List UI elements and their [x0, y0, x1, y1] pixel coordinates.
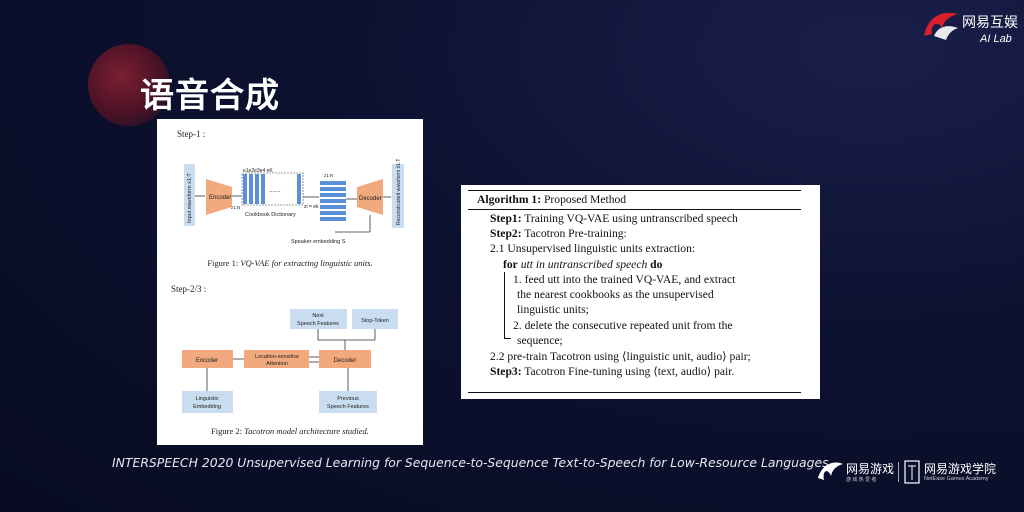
step1-label: Step-1 : — [177, 129, 206, 139]
svg-text:Linguistic: Linguistic — [196, 396, 219, 402]
algo-step2-1: 2.1 Unsupervised linguistic units extrac… — [490, 242, 696, 255]
netease-games-icon — [818, 462, 843, 480]
output-waveform-box — [392, 164, 404, 228]
netease-games-text: 网易游戏 — [846, 462, 895, 476]
step2-label: Step-2/3 : — [171, 284, 207, 294]
algo-header-rule — [468, 209, 801, 210]
svg-text:Speech Features: Speech Features — [297, 321, 339, 327]
netease-ailab-logo: 网易互娱 AI Lab — [920, 6, 1020, 46]
input-waveform-box — [184, 164, 195, 226]
algo-header: Algorithm 1: Proposed Method — [477, 193, 627, 206]
algorithm-panel: Algorithm 1: Proposed Method Step1: Trai… — [461, 185, 820, 399]
algo-step2: Step2: Tacotron Pre-training: — [490, 227, 627, 240]
codebook-symbols: e1e2e3e4 eK — [243, 168, 273, 174]
figure1-caption: Figure 1: VQ-VAE for extracting linguist… — [207, 258, 373, 268]
encoder-output-bars — [243, 174, 301, 204]
page-title: 语音合成 — [140, 76, 280, 116]
algo-bottom-rule — [468, 392, 801, 394]
logo-sub-text: AI Lab — [980, 33, 1012, 45]
linguistic-embedding-box — [182, 391, 233, 413]
attention-box — [244, 350, 309, 368]
netease-games-subtext: 游 戏 热 爱 者 — [846, 477, 877, 483]
netease-logo-icon — [924, 12, 958, 40]
architecture-diagrams: Input waveform x1:T Encoder e1e2e3e4 eK … — [182, 159, 404, 413]
logo-divider — [898, 462, 899, 482]
algo-step1: Step1: Training VQ-VAE using untranscrib… — [490, 212, 738, 225]
netease-games-logo: 网易游戏 游 戏 热 爱 者 网易游戏学院 NetEase Games Acad… — [816, 456, 1016, 488]
codebook-dictionary-label: Cookbook Dictionary — [245, 212, 296, 218]
algo-item1b: the nearest cookbooks as the unsupervise… — [517, 288, 714, 301]
fig1-encoder-label: Encoder — [209, 195, 231, 201]
algo-item1c: linguistic units; — [517, 303, 589, 316]
svg-text:Embedding: Embedding — [193, 404, 221, 410]
assign-label: zi = ek — [304, 204, 319, 210]
output-waveform-label: Reconstructed waveform x̂1:T — [396, 159, 402, 225]
decorative-red-circle — [88, 44, 170, 126]
algo-item1a: 1. feed utt into the trained VQ-VAE, and… — [513, 273, 736, 286]
svg-text:Previous: Previous — [337, 396, 359, 402]
zq-label: z1:N — [324, 173, 333, 178]
stop-token-box — [352, 309, 398, 329]
algo-loop-bracket — [504, 272, 511, 339]
academy-icon — [904, 460, 920, 484]
svg-text:Location-sensitive: Location-sensitive — [255, 354, 299, 360]
logo-brand-text: 网易互娱 — [962, 15, 1018, 31]
next-speech-features-box — [290, 309, 347, 329]
svg-text:Next: Next — [312, 313, 324, 319]
decoder-trapezoid — [357, 179, 383, 215]
svg-text:Encoder: Encoder — [196, 358, 218, 364]
citation-footer: INTERSPEECH 2020 Unsupervised Learning f… — [112, 455, 829, 470]
svg-text:Decoder: Decoder — [334, 358, 357, 364]
academy-subtext: NetEase Games Academy — [924, 476, 989, 482]
fig2-decoder-box — [319, 350, 371, 368]
algo-step2-2: 2.2 pre-train Tacotron using ⟨linguistic… — [490, 350, 751, 363]
academy-text: 网易游戏学院 — [924, 462, 997, 476]
algo-step3: Step3: Tacotron Fine-tuning using ⟨text,… — [490, 365, 735, 378]
speaker-embedding-label: Speaker embedding S — [291, 239, 346, 245]
svg-text:Attention: Attention — [266, 361, 288, 367]
tacotron-figure-panel: Step-1 : Input waveform x1:T Encoder e1e… — [157, 119, 423, 445]
fig2-encoder-box — [182, 350, 233, 368]
svg-text:Speech Features: Speech Features — [327, 404, 369, 410]
encoder-trapezoid — [206, 179, 232, 215]
fig1-decoder-label: Decoder — [359, 196, 382, 202]
codebook-dictionary-box — [241, 172, 304, 206]
algo-item2a: 2. delete the consecutive repeated unit … — [513, 319, 733, 332]
algo-top-rule — [468, 190, 801, 192]
quantized-bars — [320, 181, 346, 221]
svg-text:.......: ....... — [269, 188, 281, 194]
z-label: z1:N — [231, 205, 240, 210]
svg-text:Stop-Token: Stop-Token — [361, 318, 389, 324]
figure2-caption: Figure 2: Tacotron model architecture st… — [211, 426, 369, 436]
previous-speech-features-box — [319, 391, 377, 413]
algo-for-loop: for utt in untranscribed speech do — [503, 258, 663, 271]
input-waveform-label: Input waveform x1:T — [187, 173, 193, 223]
algo-item2b: sequence; — [517, 334, 563, 347]
